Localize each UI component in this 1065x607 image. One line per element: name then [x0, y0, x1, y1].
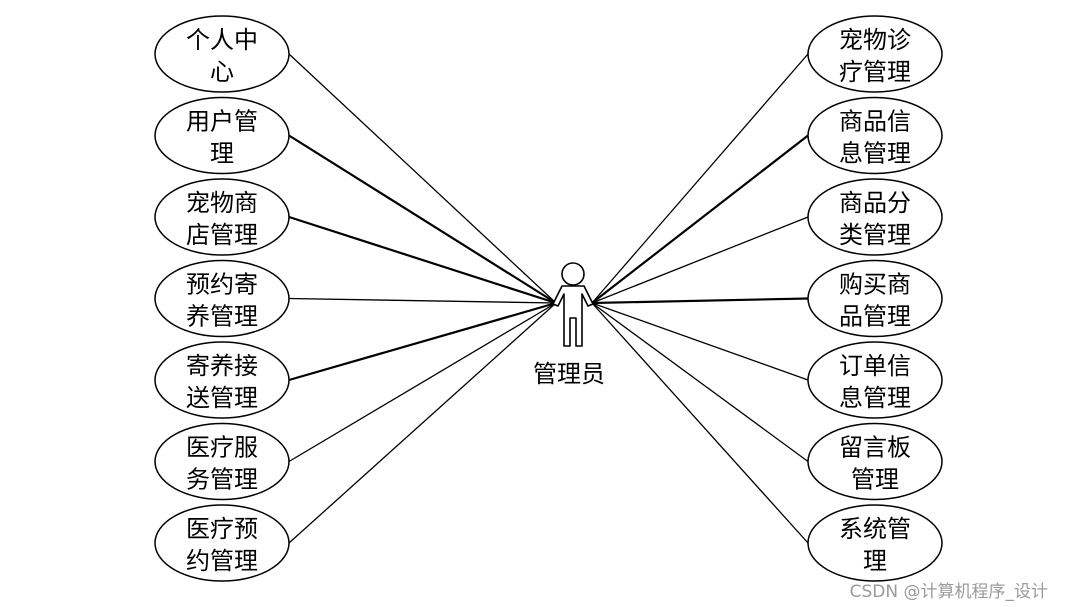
use-case-label-line1: 留言板	[839, 434, 911, 462]
use-case-label-line1: 预约寄	[186, 271, 258, 299]
use-case-label-line1: 用户管	[186, 108, 258, 136]
use-case-label-line2: 送管理	[186, 384, 258, 412]
use-case-ellipse	[154, 504, 290, 582]
use-case-ellipse	[154, 96, 290, 175]
use-case-ellipse	[154, 15, 290, 93]
association-line-right-6	[591, 302, 809, 463]
association-line-right-1	[591, 53, 809, 304]
use-case-label-line1: 寄养接	[186, 352, 258, 380]
use-case-label-line2: 心	[210, 58, 234, 86]
use-case-label-line2: 养管理	[186, 303, 258, 331]
use-case-ellipse	[807, 15, 943, 93]
use-case-ellipse	[154, 422, 290, 501]
use-case-label-line2: 品管理	[839, 303, 911, 331]
association-line-left-1	[288, 53, 557, 304]
use-case-label-line2: 息管理	[839, 140, 911, 168]
association-line-left-3	[288, 215, 557, 305]
use-case-label-line1: 宠物商	[186, 189, 258, 217]
use-case-ellipse	[154, 178, 290, 256]
use-case-label-line2: 类管理	[839, 221, 911, 249]
association-lines	[288, 53, 809, 544]
use-case-label-line1: 医疗服	[186, 434, 258, 462]
use-case-ellipse	[154, 341, 290, 419]
actor-body	[552, 285, 594, 347]
association-line-right-3	[591, 216, 809, 304]
use-case-ellipse	[807, 422, 943, 501]
association-line-right-5	[591, 302, 809, 381]
use-case-ellipse	[807, 178, 943, 256]
association-line-left-5	[288, 301, 557, 382]
use-case-label-line2: 管理	[851, 466, 899, 494]
use-case-label-line2: 店管理	[186, 221, 258, 249]
actor-figure: 管理员	[533, 262, 605, 388]
use-case-label-line2: 约管理	[186, 547, 258, 575]
use-case-ellipse	[807, 259, 943, 338]
use-case-label-line1: 商品信	[839, 108, 911, 136]
association-line-left-6	[288, 302, 557, 463]
watermark-text: CSDN @计算机程序_设计	[850, 582, 1048, 602]
use-case-ellipse	[807, 504, 943, 582]
actor-head	[561, 262, 585, 286]
use-case-label-line2: 疗管理	[839, 58, 911, 86]
use-case-label-line1: 商品分	[839, 189, 911, 217]
use-case-label-line1: 宠物诊	[839, 26, 911, 54]
use-case-ellipse	[807, 341, 943, 419]
association-line-left-4	[288, 297, 557, 304]
use-case-label-line2: 务管理	[186, 466, 258, 494]
use-case-label-line1: 系统管	[839, 515, 911, 543]
use-case-label-line1: 医疗预	[186, 515, 258, 543]
association-line-right-4	[591, 297, 809, 305]
use-case-label-line1: 个人中	[186, 26, 258, 54]
actor-label: 管理员	[533, 360, 605, 388]
association-line-left-2	[288, 134, 557, 304]
association-line-left-7	[288, 302, 557, 544]
use-case-label-line1: 订单信	[839, 352, 911, 380]
association-line-right-7	[591, 302, 809, 544]
use-case-label-line2: 理	[863, 547, 887, 575]
use-case-label-line2: 息管理	[839, 384, 911, 412]
use-case-label-line2: 理	[210, 140, 234, 168]
association-line-right-2	[591, 134, 809, 304]
use-case-ellipse	[154, 259, 290, 338]
use-case-ellipse	[807, 96, 943, 175]
use-case-label-line1: 购买商	[839, 271, 911, 299]
